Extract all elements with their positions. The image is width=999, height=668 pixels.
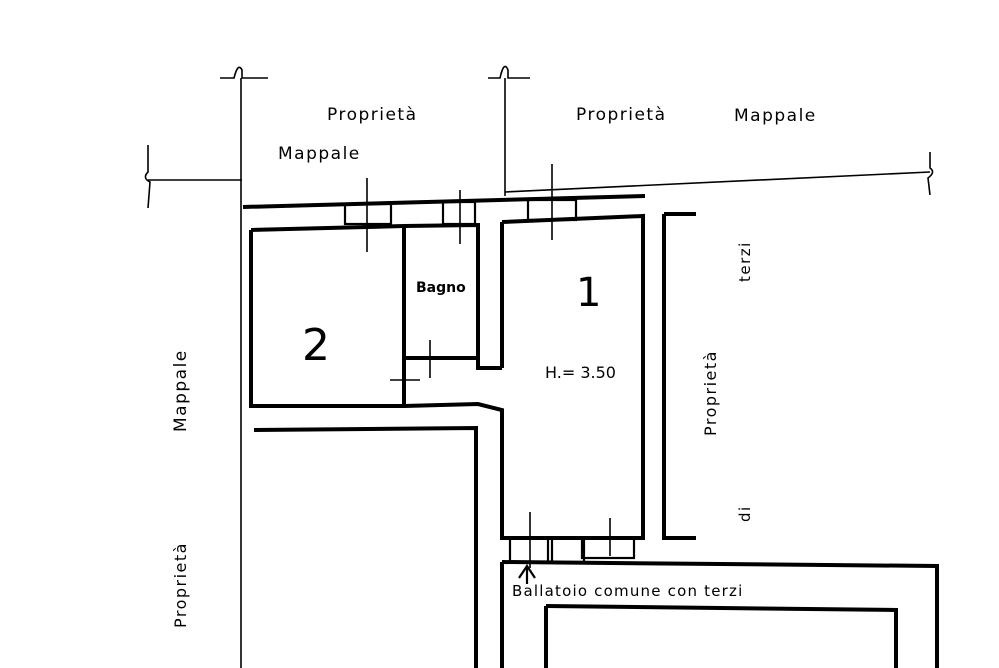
label-room-1: 1 <box>576 270 601 316</box>
label-bagno: Bagno <box>416 280 466 296</box>
label-room-2: 2 <box>302 320 330 371</box>
label-left-proprieta: Proprietà <box>171 542 190 628</box>
label-right-proprieta: Proprietà <box>701 350 720 436</box>
walls <box>242 194 939 668</box>
label-ballatoio: Ballatoio comune con terzi <box>512 582 743 600</box>
label-top-left-mappale: Mappale <box>278 144 361 164</box>
label-right-di: di <box>736 505 754 522</box>
label-left-mappale: Mappale <box>171 349 191 432</box>
label-right-terzi: terzi <box>736 241 754 282</box>
ballatoio-arrow <box>518 564 536 584</box>
label-height: H.= 3.50 <box>545 363 616 382</box>
cross-marks <box>366 164 611 568</box>
label-top-right-proprieta: Proprietà <box>576 105 667 125</box>
label-top-left-proprieta: Proprietà <box>327 105 418 125</box>
property-boundaries <box>144 65 934 668</box>
label-top-right-mappale: Mappale <box>734 106 817 126</box>
